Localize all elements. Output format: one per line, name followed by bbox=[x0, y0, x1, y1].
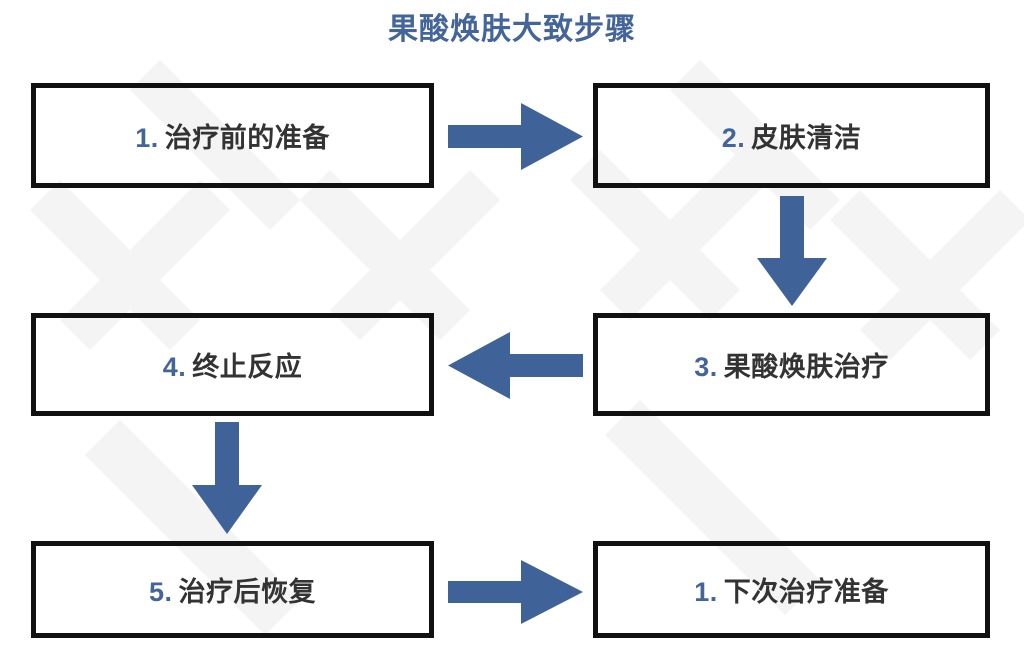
step-2-text: 2.皮肤清洁 bbox=[722, 116, 862, 155]
step-2-label: 皮肤清洁 bbox=[751, 123, 862, 153]
step-5-label: 治疗后恢复 bbox=[178, 577, 317, 607]
page-title: 果酸焕肤大致步骤 bbox=[388, 13, 636, 46]
step-3-text: 3.果酸焕肤治疗 bbox=[694, 345, 889, 384]
step-5-text: 5.治疗后恢复 bbox=[149, 570, 316, 609]
step-1-label: 治疗前的准备 bbox=[164, 123, 330, 153]
arrow-right-icon-step1-to-step2 bbox=[448, 103, 583, 170]
step-box-1[interactable]: 1.治疗前的准备 bbox=[31, 83, 434, 188]
step-box-2[interactable]: 2.皮肤清洁 bbox=[593, 83, 990, 188]
step-box-5[interactable]: 5.治疗后恢复 bbox=[31, 541, 434, 638]
step-2-number: 2. bbox=[721, 123, 746, 153]
step-box-6[interactable]: 1.下次治疗准备 bbox=[593, 541, 990, 638]
step-3-label: 果酸焕肤治疗 bbox=[723, 352, 889, 382]
step-5-number: 5. bbox=[148, 577, 173, 607]
step-4-label: 终止反应 bbox=[192, 352, 303, 382]
step-4-number: 4. bbox=[162, 352, 187, 382]
step-6-label: 下次治疗准备 bbox=[723, 577, 889, 607]
step-1-text: 1.治疗前的准备 bbox=[135, 116, 330, 155]
step-1-number: 1. bbox=[135, 123, 159, 153]
arrow-down-icon-step2-to-step3 bbox=[757, 196, 827, 306]
step-box-3[interactable]: 3.果酸焕肤治疗 bbox=[593, 313, 990, 416]
step-3-number: 3. bbox=[694, 352, 718, 382]
step-4-text: 4.终止反应 bbox=[163, 345, 303, 384]
arrow-left-icon-step3-to-step4 bbox=[448, 332, 583, 399]
step-6-number: 1. bbox=[694, 577, 718, 607]
arrow-down-icon-step4-to-step5 bbox=[192, 422, 262, 534]
step-6-text: 1.下次治疗准备 bbox=[694, 570, 889, 609]
step-box-4[interactable]: 4.终止反应 bbox=[31, 313, 434, 416]
arrow-right-icon-step5-to-step6 bbox=[448, 560, 583, 624]
